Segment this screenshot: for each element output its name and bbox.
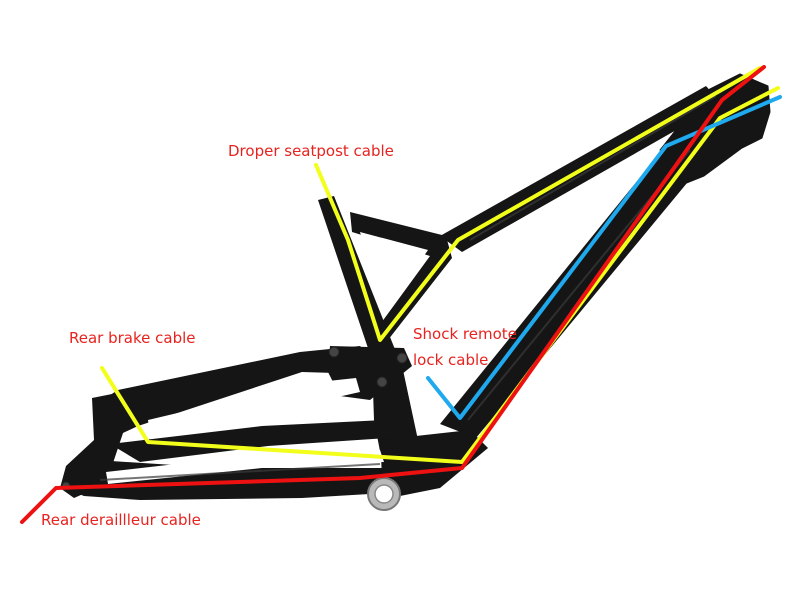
dropper-seatpost-cable-line — [314, 66, 762, 342]
pivot-bolt-icon — [328, 346, 340, 358]
shock-lock-cable-line — [426, 95, 782, 420]
shock-label-line-2: lock cable — [413, 351, 489, 369]
pivot-bolt-icon — [396, 352, 408, 364]
cable-lines — [20, 65, 782, 524]
rear-brake-cable-label: Rear brake cable — [69, 329, 196, 347]
down-tube — [440, 138, 706, 438]
stay-opening — [148, 378, 360, 436]
pivot-bolt-icon — [376, 376, 388, 388]
shock-lock-cable-label: Shock remote lock cable — [413, 321, 517, 373]
brace-opening — [360, 232, 428, 314]
chainstay-brace — [110, 420, 388, 462]
rear-brake-cable-line — [100, 86, 780, 464]
bottom-bracket — [367, 477, 401, 511]
shock-label-line-1: Shock remote — [413, 325, 517, 343]
bb-gusset — [380, 430, 488, 496]
dropper-cable-label: Droper seatpost cable — [228, 142, 394, 160]
seat-brace — [350, 212, 452, 340]
rear-derailleur-cable-label: Rear deraillleur cable — [41, 511, 201, 529]
bike-frame — [60, 73, 771, 500]
rear-derailleur-cable-line — [20, 65, 766, 524]
